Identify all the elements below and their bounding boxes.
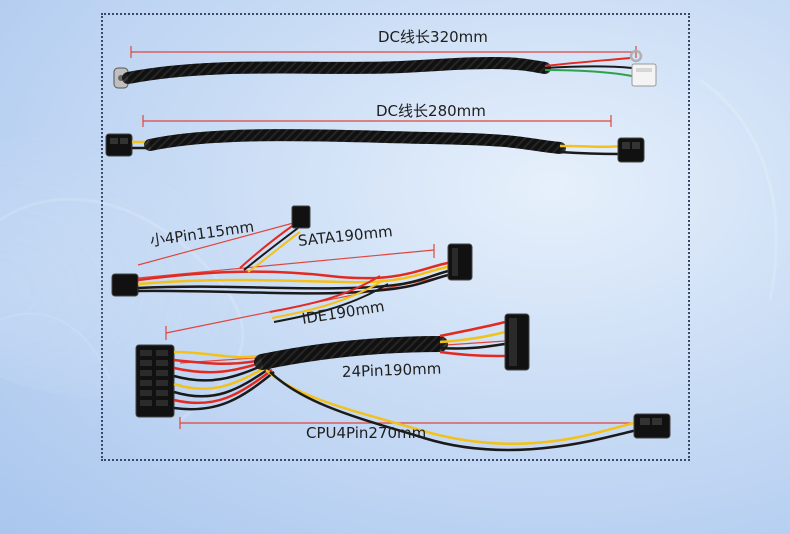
- dc-320-cable: [113, 46, 657, 89]
- cpu-4pin-cable: [179, 369, 671, 452]
- sata-harness: [111, 205, 473, 340]
- label-24pin: 24Pin190mm: [341, 359, 442, 381]
- label-cpu-4pin: CPU4Pin270mm: [306, 424, 427, 442]
- atx-24pin-harness: [135, 313, 530, 418]
- dc-280-cable: [105, 115, 645, 163]
- background-swirls: [0, 78, 778, 422]
- label-dc320: DC线长320mm: [378, 28, 488, 46]
- label-dc280: DC线长280mm: [376, 102, 486, 120]
